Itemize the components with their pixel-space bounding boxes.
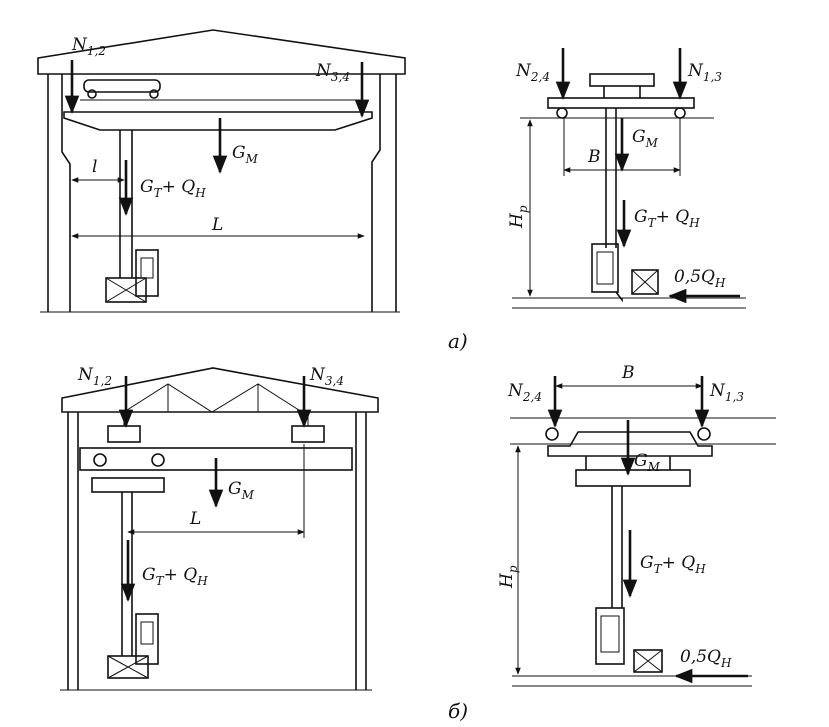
label-n13-a: N1,3	[687, 61, 722, 84]
wheel-b	[151, 453, 165, 467]
label-load-a: 0,5QH	[674, 267, 726, 290]
label-b-a: B	[587, 147, 601, 167]
label-gm-a: GM	[232, 143, 259, 166]
wheel-b-left	[545, 427, 559, 441]
label-l-b: L	[189, 509, 201, 529]
load-cross	[633, 649, 663, 673]
left-wall-a	[47, 74, 71, 312]
roof-a	[37, 29, 406, 75]
label-n12-b: N1,2	[77, 365, 112, 388]
trolley-hangers-b	[585, 456, 671, 470]
cabin-window	[140, 621, 154, 645]
grip-cross	[105, 277, 147, 303]
cabin-window	[140, 257, 154, 279]
hanger-rods	[123, 412, 309, 426]
load-cross	[631, 269, 659, 295]
grip-arm	[615, 291, 623, 303]
hanger-right	[291, 425, 325, 443]
diagram-a-side: N2,4 N1,3 B GM GT+ QH Hp 0,5QH a)	[448, 48, 746, 353]
cabin-a-side	[591, 243, 619, 293]
bridge-girder-a	[63, 111, 373, 131]
floor-b	[512, 675, 752, 687]
label-n24-b: N2,4	[507, 381, 542, 404]
wheel-b	[93, 453, 107, 467]
wheel-a-left	[556, 107, 568, 119]
wheel-a-right	[674, 107, 686, 119]
label-n34-b: N3,4	[309, 365, 344, 388]
trolley-top-a	[589, 73, 655, 87]
label-gtq-b-side: GT+ QH	[640, 553, 706, 576]
label-n13-b: N1,3	[709, 381, 744, 404]
diagram-a-building: N1,2 N3,4 GM GT+ QH l L	[37, 29, 406, 313]
trolley-b-side	[575, 469, 691, 487]
label-load-b: 0,5QH	[680, 647, 732, 670]
caption-a: a)	[448, 329, 468, 353]
cabin-a	[135, 249, 159, 297]
load-box-a	[631, 269, 659, 295]
mast-b	[121, 492, 133, 656]
trolley-b	[91, 477, 165, 493]
cabin-b	[135, 613, 159, 665]
label-gm-b: GM	[228, 479, 255, 502]
label-gm-a-side: GM	[632, 127, 659, 150]
cabin-window	[600, 615, 620, 653]
wheel-b-right	[697, 427, 711, 441]
cabin-window	[596, 251, 614, 285]
load-box-b	[633, 649, 663, 673]
trolley-a	[83, 79, 161, 93]
grip-b	[107, 655, 149, 679]
mast-b-side	[611, 486, 623, 608]
trolley-wheel	[87, 89, 97, 99]
right-wall-a	[371, 74, 397, 312]
cabin-b-side	[595, 607, 625, 665]
end-carriage-b	[547, 431, 713, 457]
label-gtq-a: GT+ QH	[140, 177, 206, 200]
right-wall-b	[355, 412, 367, 690]
diagram-b-side: N2,4 N1,3 B GM GT+ QH Hp 0,5QH б)	[448, 363, 776, 723]
hanger-left	[107, 425, 141, 443]
trolley-wheel	[149, 89, 159, 99]
label-l-small-a: l	[92, 157, 97, 177]
label-hp-a: Hp	[507, 205, 530, 229]
label-n24-a: N2,4	[515, 61, 550, 84]
grip-cross	[107, 655, 149, 679]
floor-a	[512, 297, 746, 309]
diagram-b-building: N1,2 N3,4 GM GT+ QH L	[60, 365, 379, 691]
label-gtq-a-side: GT+ QH	[634, 207, 700, 230]
truss-roof-b	[61, 367, 379, 413]
end-carriage-a	[547, 97, 695, 109]
label-gm-b-side: GM	[634, 451, 661, 474]
label-gtq-b: GT+ QH	[142, 565, 208, 588]
label-n12-a: N1,2	[71, 35, 106, 58]
label-n34-a: N3,4	[315, 61, 350, 84]
caption-b: б)	[448, 699, 468, 723]
left-wall-b	[67, 412, 79, 690]
label-b-b: B	[621, 363, 635, 383]
grip-a	[105, 277, 147, 303]
mast-a-side	[605, 108, 617, 248]
label-hp-b: Hp	[497, 565, 520, 589]
trolley-legs	[603, 86, 641, 98]
truss-members	[123, 383, 303, 413]
label-l-big-a: L	[211, 215, 223, 235]
